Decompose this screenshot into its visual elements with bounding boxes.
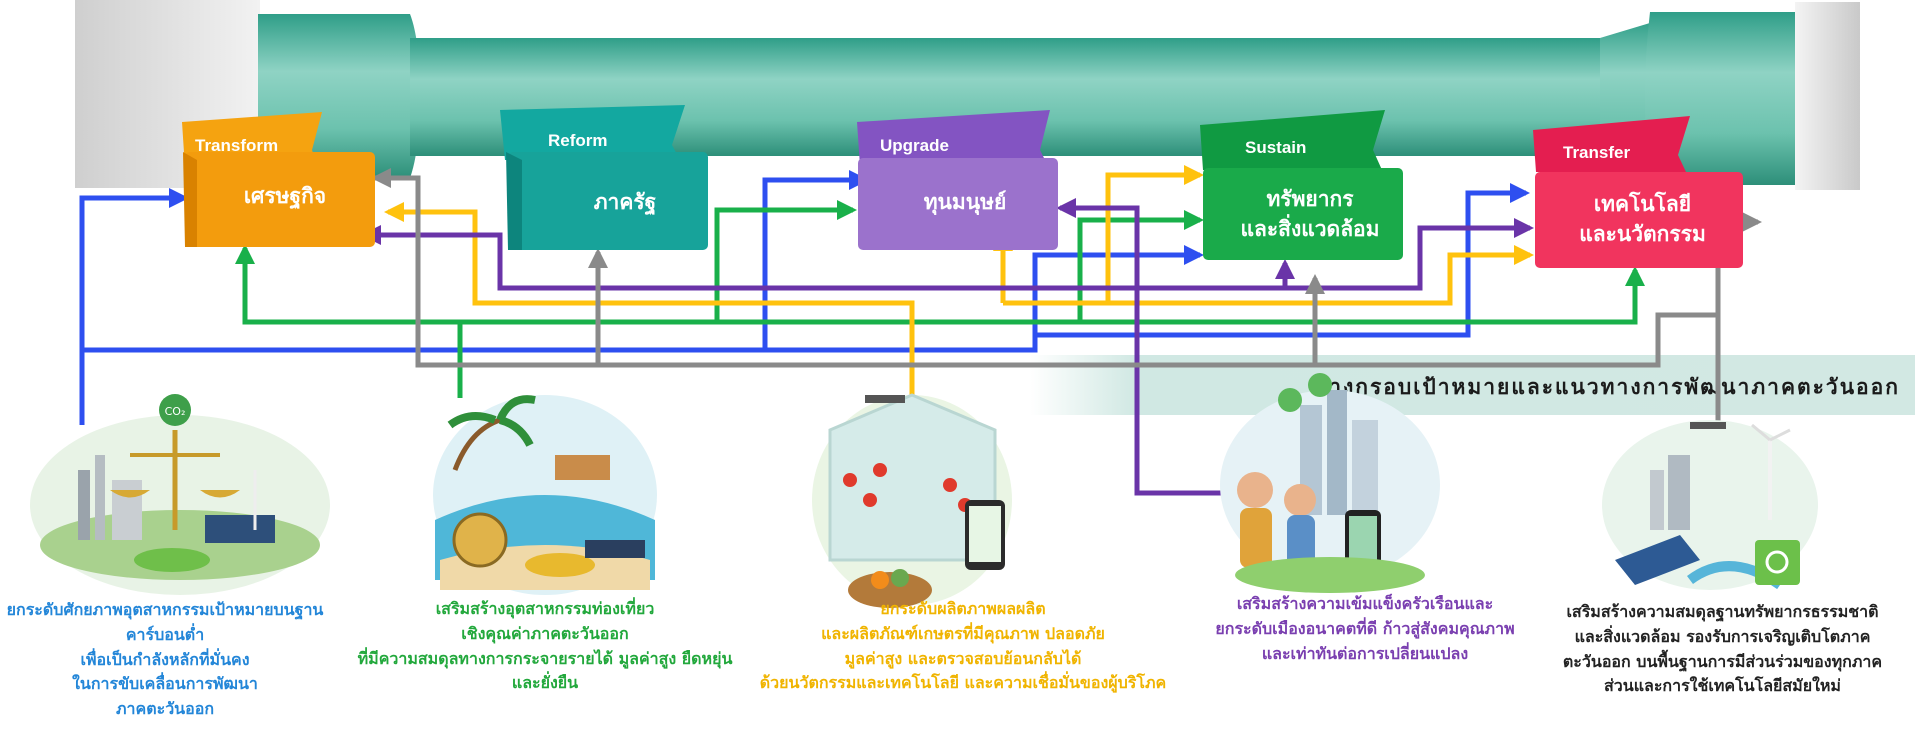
goal-5-text: เสริมสร้างความสมดุลฐานทรัพยากรธรรมชาติ แ… xyxy=(1535,600,1910,699)
arrow-green-3 xyxy=(717,210,1204,325)
title-banner: ร่างกรอบเป้าหมายและแนวทางการพัฒนาภาคตะวั… xyxy=(1030,355,1915,415)
goal-5-line-4: ส่วนและการใช้เทคโนโลยีสมัยใหม่ xyxy=(1604,676,1841,696)
goal-1-text: ยกระดับศักยภาพอุตสาหกรรมเป้าหมายบนฐาน คา… xyxy=(0,598,330,722)
arrow-green-4 xyxy=(1080,266,1645,325)
pillar-reform-shape xyxy=(500,105,708,250)
smart-agriculture-illustration xyxy=(812,393,1012,608)
goal-4-line-2: ยกระดับเมืองอนาคตที่ดี ก้าวสู่สังคมคุณภา… xyxy=(1215,618,1515,638)
pillar-label-sustain-2: และสิ่งแวดล้อม xyxy=(1240,217,1380,241)
goal-4-line-1: เสริมสร้างความเข้มแข็งครัวเรือนและ xyxy=(1236,594,1494,613)
goal-3-line-1: ยกระดับผลิตภาพผลผลิต xyxy=(880,599,1046,618)
pillar-card-transfer: เทคโนโลยี และนวัตกรรม xyxy=(1545,180,1740,258)
arrow-yellow-4 xyxy=(1108,245,1534,306)
goal-2-line-3: ที่มีความสมดุลทางการกระจายรายได้ มูลค่าส… xyxy=(357,648,733,668)
pillar-label-transfer-2: และนวัตกรรม xyxy=(1579,222,1706,246)
pillar-card-sustain: ทรัพยากร และสิ่งแวดล้อม xyxy=(1215,176,1405,252)
pillar-transform-shape xyxy=(182,112,375,247)
carbon-balance-illustration: CO₂ xyxy=(30,394,330,595)
goal-2-line-1: เสริมสร้างอุตสาหกรรมท่องเที่ยว xyxy=(435,599,655,618)
goal-1-line-4: ในการขับเคลื่อนการพัฒนา xyxy=(72,674,258,694)
goal-5-line-1: เสริมสร้างความสมดุลฐานทรัพยากรธรรมชาติ xyxy=(1566,602,1879,621)
pillar-card-upgrade: ทุนมนุษย์ xyxy=(870,168,1060,236)
co2-icon: CO₂ xyxy=(165,405,186,418)
goal-2-line-2: เชิงคุณค่าภาคตะวันออก xyxy=(461,623,629,643)
pillar-flag-sustain: Sustain xyxy=(1245,138,1307,157)
goal-1-line-3: เพื่อเป็นกำลังหลักที่มั่นคง xyxy=(80,649,250,669)
tourism-beach-illustration xyxy=(433,395,657,595)
arrow-gray-2 xyxy=(371,168,1718,368)
goal-3-line-3: มูลค่าสูง และตรวจสอบย้อนกลับได้ xyxy=(844,648,1082,668)
arrow-purple-2 xyxy=(361,225,1137,291)
pillar-upgrade-shape xyxy=(857,110,1058,250)
pillar-label-transform: เศรษฐกิจ xyxy=(243,183,327,208)
goal-2-line-4: และยั่งยืน xyxy=(511,673,579,693)
arrow-purple-1 xyxy=(1056,198,1222,496)
pillar-card-transform: เศรษฐกิจ xyxy=(200,160,370,232)
pillar-label-reform: ภาครัฐ xyxy=(593,189,657,214)
arrow-green-2 xyxy=(460,200,857,325)
pillar-card-reform: ภาครัฐ xyxy=(535,166,715,238)
smart-city-family-illustration xyxy=(1220,373,1440,593)
goal-1-line-1: ยกระดับศักยภาพอุตสาหกรรมเป้าหมายบนฐาน xyxy=(6,600,324,619)
arrow-blue-2 xyxy=(80,170,869,353)
arrow-yellow-3 xyxy=(1003,165,1204,306)
goal-1-line-2: คาร์บอนต่ำ xyxy=(125,624,205,644)
goal-5-line-2: และสิ่งแวดล้อม รองรับการเจริญเติบโตภาค xyxy=(1574,626,1871,646)
arrow-green-1 xyxy=(235,244,463,398)
pillar-label-transfer-1: เทคโนโลยี xyxy=(1593,191,1692,216)
pillar-label-sustain-1: ทรัพยากร xyxy=(1266,186,1354,211)
pillar-flag-transfer: Transfer xyxy=(1563,143,1631,162)
goal-4-line-3: และเท่าทันต่อการเปลี่ยนแปลง xyxy=(1261,643,1469,663)
pillar-flag-reform: Reform xyxy=(548,131,608,150)
goal-1-line-5: ภาคตะวันออก xyxy=(115,699,215,719)
page-title: ร่างกรอบเป้าหมายและแนวทางการพัฒนาภาคตะวั… xyxy=(1315,374,1900,399)
arrow-purple-4 xyxy=(1285,218,1534,291)
goal-4-text: เสริมสร้างความเข้มแข็งครัวเรือนและ ยกระด… xyxy=(1170,592,1560,666)
goal-5-line-3: ตะวันออก บนพื้นฐานการมีส่วนร่วมของทุกภาค xyxy=(1562,651,1883,671)
arrow-yellow-1 xyxy=(384,202,915,395)
green-energy-illustration xyxy=(1602,420,1818,590)
pillar-transfer-shape xyxy=(1533,116,1743,268)
pillar-flag-transform: Transform xyxy=(195,136,279,155)
goal-2-text: เสริมสร้างอุตสาหกรรมท่องเที่ยว เชิงคุณค่… xyxy=(335,597,755,696)
goal-3-text: ยกระดับผลิตภาพผลผลิต และผลิตภัณฑ์เกษตรที… xyxy=(738,597,1188,696)
pillar-label-upgrade: ทุนมนุษย์ xyxy=(923,189,1007,214)
arrow-blue-4 xyxy=(1035,183,1530,338)
goal-3-line-4: ด้วยนวัตกรรมและเทคโนโลยี และความเชื่อมั่… xyxy=(759,673,1167,693)
pillar-flag-upgrade: Upgrade xyxy=(880,136,949,155)
goal-3-line-2: และผลิตภัณฑ์เกษตรที่มีคุณภาพ ปลอดภัย xyxy=(821,623,1105,643)
pillar-sustain-shape xyxy=(1200,110,1403,260)
